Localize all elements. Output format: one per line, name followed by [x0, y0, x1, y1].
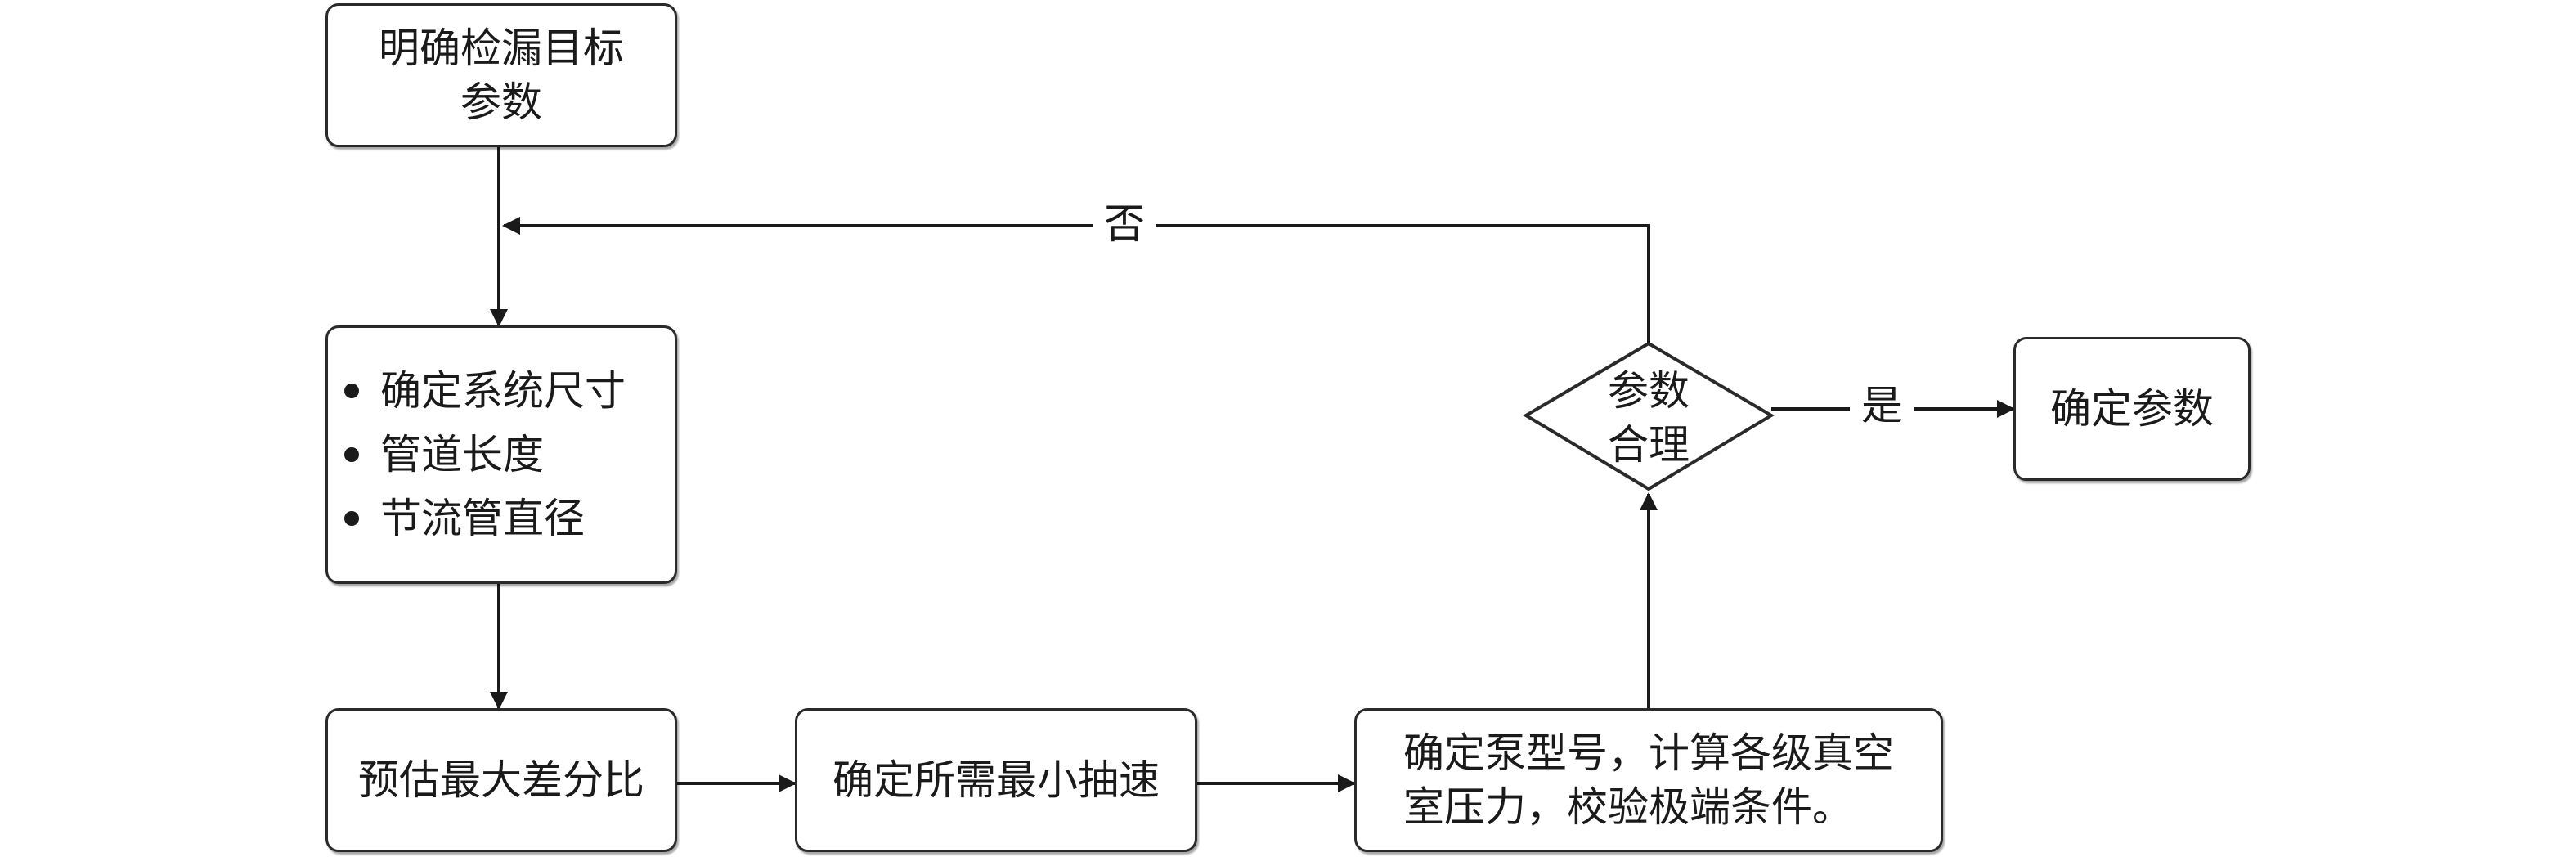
node-goal-line-2: 参数	[460, 79, 542, 126]
dimensions-item-label: 管道长度	[380, 431, 544, 478]
dimensions-list-item: 管道长度	[341, 423, 675, 487]
dimensions-list-item: 确定系统尺寸	[341, 359, 675, 423]
dimensions-item-label: 确定系统尺寸	[380, 367, 626, 415]
dimensions-item-label: 节流管直径	[380, 495, 585, 542]
node-decision-text: 参数 合理	[1526, 348, 1771, 487]
node-goal-text: 明确检漏目标 参数	[379, 21, 624, 129]
bullet-dot-icon	[344, 511, 359, 526]
node-confirm: 确定参数	[2013, 337, 2251, 481]
node-min-speed-label: 确定所需最小抽速	[832, 756, 1160, 804]
node-min-speed: 确定所需最小抽速	[795, 708, 1197, 852]
node-goal: 明确检漏目标 参数	[325, 3, 677, 147]
node-confirm-label: 确定参数	[2050, 385, 2214, 433]
node-estimate-label: 预估最大差分比	[358, 756, 644, 804]
node-decision-line-2: 合理	[1608, 421, 1690, 469]
node-goal-line-1: 明确检漏目标	[379, 25, 624, 72]
node-pump-text: 确定泵型号，计算各级真空 室压力，校验极端条件。	[1403, 726, 1894, 834]
bullet-dot-icon	[344, 447, 359, 462]
node-decision-line-1: 参数	[1608, 367, 1690, 415]
dimensions-list-item: 节流管直径	[341, 487, 675, 550]
edge-label-yes: 是	[1850, 381, 1914, 430]
decision-diamond	[1523, 341, 1775, 491]
arrow-decision-loop-back	[502, 217, 1650, 343]
dimensions-list: 确定系统尺寸 管道长度 节流管直径	[328, 359, 675, 550]
node-estimate: 预估最大差分比	[325, 708, 677, 852]
node-pump-line-1: 确定泵型号，计算各级真空	[1403, 729, 1894, 777]
node-pump-line-2: 室压力，校验极端条件。	[1403, 783, 1853, 831]
edge-label-no: 否	[1093, 200, 1156, 249]
node-pump: 确定泵型号，计算各级真空 室压力，校验极端条件。	[1354, 708, 1943, 852]
bullet-dot-icon	[344, 384, 359, 398]
node-dimensions: 确定系统尺寸 管道长度 节流管直径	[325, 325, 677, 584]
